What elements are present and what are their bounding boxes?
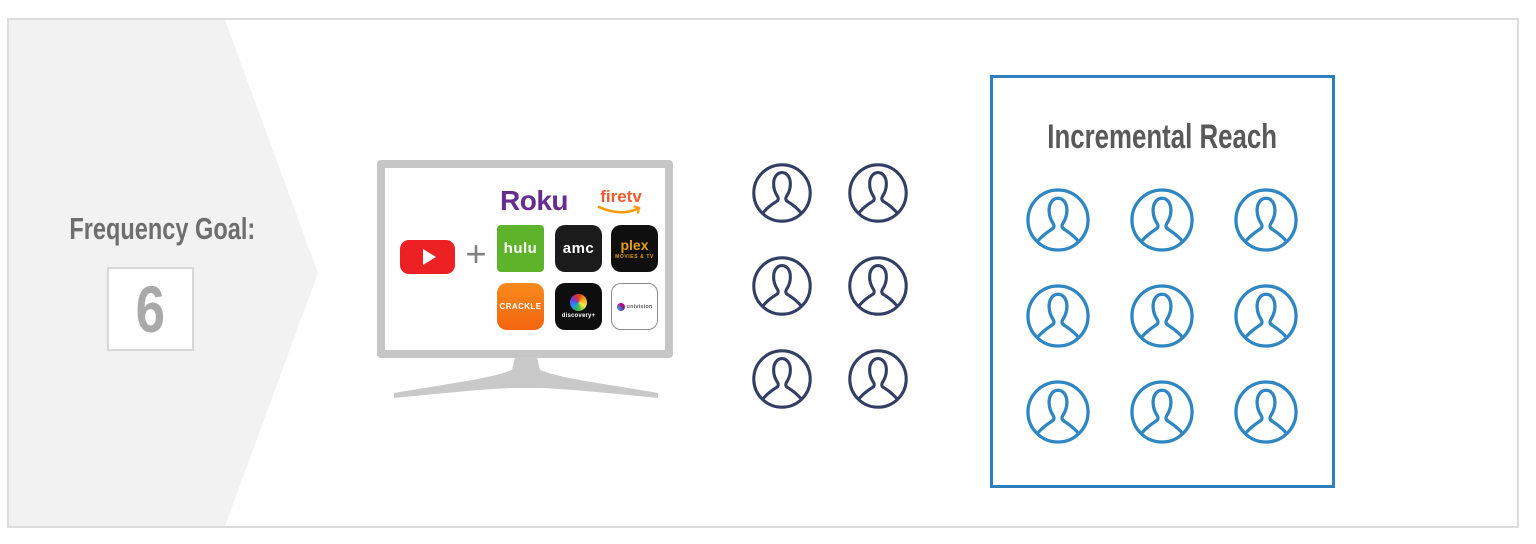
youtube-play-icon: [400, 240, 455, 274]
person-icon: [1129, 379, 1195, 445]
plus-sign: +: [465, 233, 487, 274]
person-icon: [1129, 187, 1195, 253]
incremental-reach-box: [990, 75, 1335, 488]
person-icon: [1025, 379, 1091, 445]
app-tile-plex: plex MOVIES & TV: [611, 225, 658, 272]
person-icon: [847, 255, 909, 317]
person-icon: [847, 348, 909, 410]
app-tile-amc: amc: [555, 225, 602, 272]
person-icon: [1233, 379, 1299, 445]
person-icon: [751, 162, 813, 224]
tv-stand: [394, 357, 658, 398]
exposed-audience-grid: [751, 162, 909, 410]
discovery-globe-icon: [570, 294, 587, 311]
incremental-reach-title: Incremental Reach: [1047, 118, 1278, 156]
incremental-reach-grid: [1025, 187, 1299, 445]
firetv-logo: firetv: [600, 187, 642, 206]
person-icon: [1025, 283, 1091, 349]
app-tile-discovery-plus: discovery+: [555, 283, 602, 330]
person-icon: [1233, 283, 1299, 349]
person-icon: [751, 255, 813, 317]
frequency-goal-value: 6: [135, 272, 166, 346]
person-icon: [751, 348, 813, 410]
univision-logo-icon: [616, 302, 625, 311]
person-icon: [847, 162, 909, 224]
frequency-goal-value-box: 6: [107, 267, 194, 351]
play-triangle-icon: [422, 249, 436, 265]
app-tile-univision: univision: [611, 283, 658, 330]
person-icon: [1129, 283, 1195, 349]
firetv-swoosh-icon: [597, 205, 641, 214]
app-tile-crackle: CRACKLE: [497, 283, 544, 330]
frequency-goal-label: Frequency Goal:: [69, 211, 256, 246]
app-tile-hulu: hulu: [497, 225, 544, 272]
person-icon: [1233, 187, 1299, 253]
roku-logo: Roku: [500, 185, 569, 216]
person-icon: [1025, 187, 1091, 253]
